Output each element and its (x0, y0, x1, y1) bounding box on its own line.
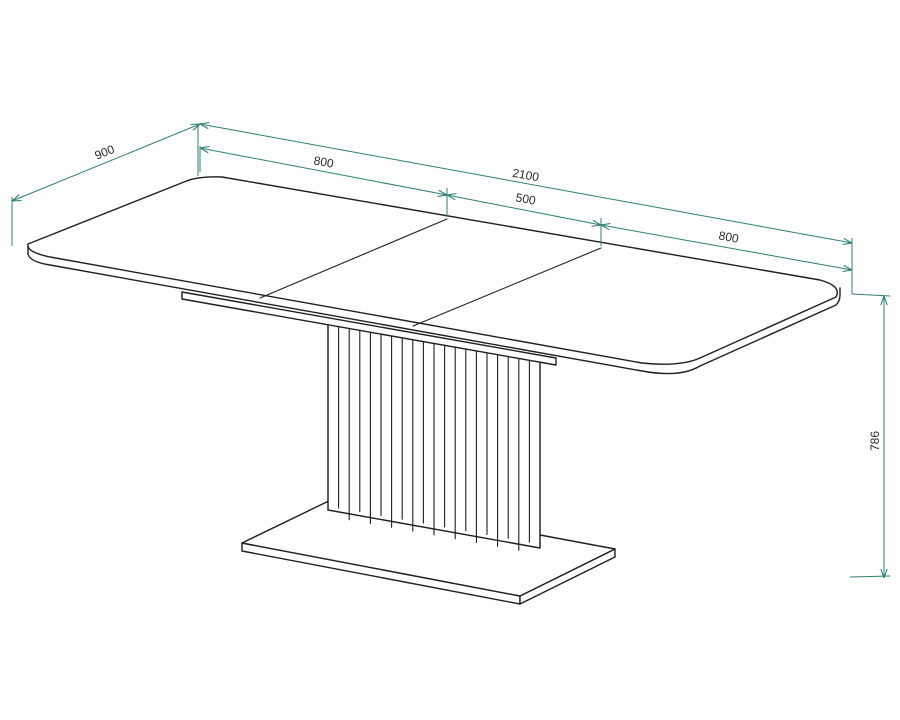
height-label: 786 (868, 431, 882, 451)
base-top-face (241, 496, 616, 597)
leaf-middle-dimension-line (447, 195, 601, 225)
total-length-label: 2100 (511, 166, 540, 184)
leaf-left-label: 800 (313, 153, 335, 170)
leaf-middle-label: 500 (515, 190, 537, 207)
frame-rail (181, 291, 557, 366)
column-flutes (338, 319, 530, 551)
width-dimension-line (12, 124, 200, 201)
dimension-lines (12, 124, 891, 578)
table-base (241, 496, 616, 605)
leaf-right-label: 800 (718, 228, 740, 245)
leaf-seam-right (412, 247, 602, 327)
leaf-right-dimension-line (601, 225, 852, 270)
leaf-left-dimension-line (200, 148, 447, 195)
pedestal-column (327, 317, 541, 551)
height-extension-top (851, 293, 891, 297)
